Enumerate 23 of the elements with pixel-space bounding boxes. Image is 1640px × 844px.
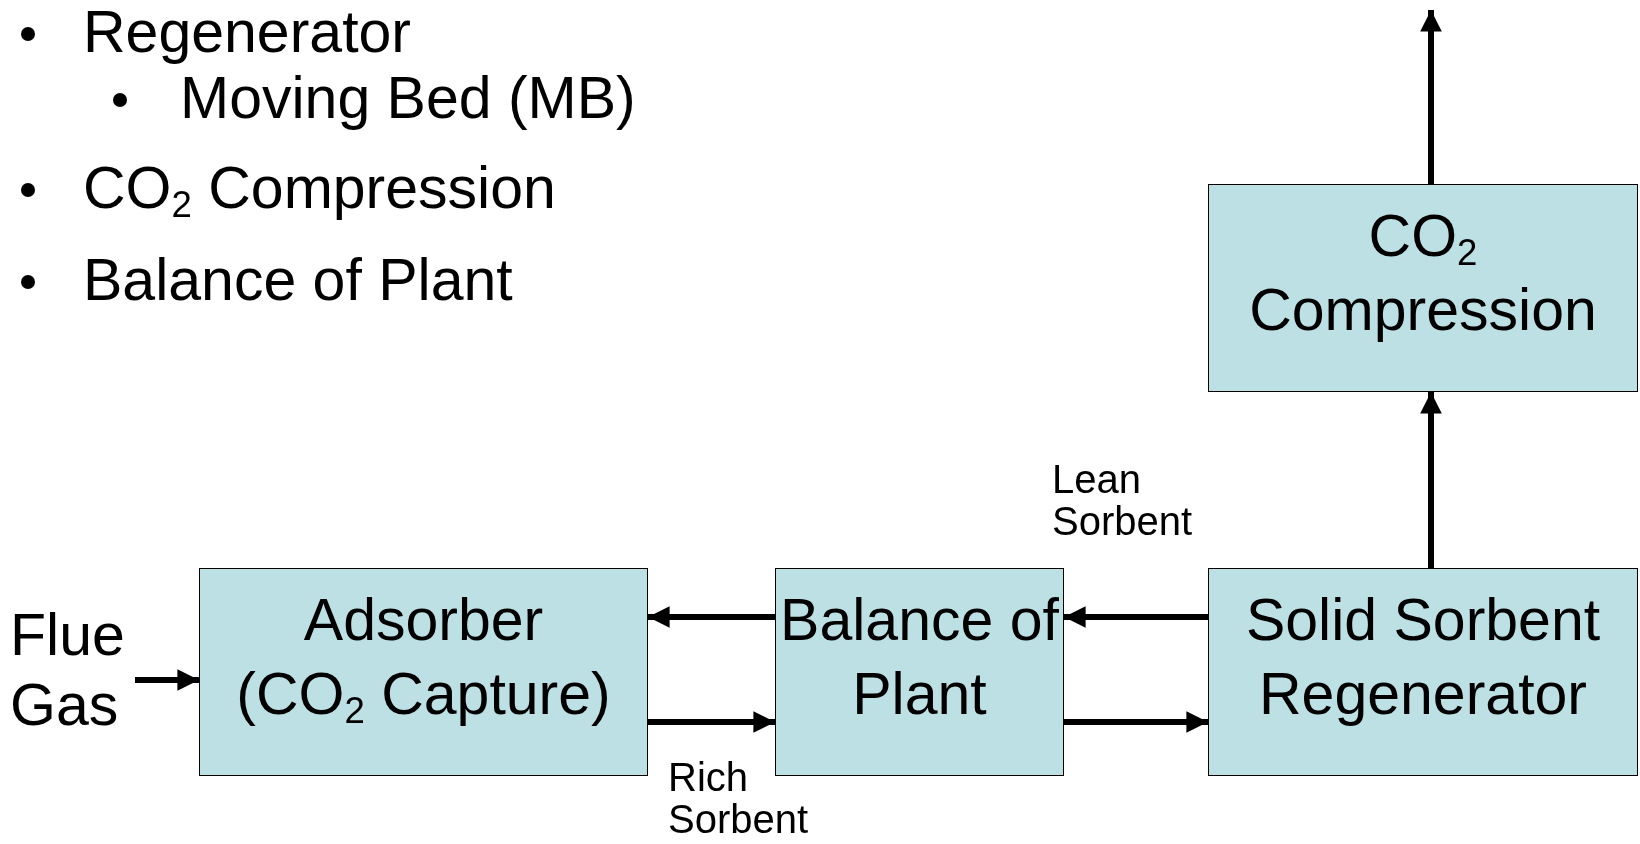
arrow xyxy=(648,606,775,628)
arrow xyxy=(648,711,775,733)
process-box xyxy=(775,568,1064,776)
box-label: Adsorber xyxy=(303,586,544,655)
arrow xyxy=(1064,606,1208,628)
edge-label: Rich Sorbent xyxy=(668,756,810,840)
arrow xyxy=(135,669,199,691)
arrow xyxy=(1420,392,1442,568)
edge-label: Lean Sorbent xyxy=(1052,458,1194,542)
stream-label: Flue Gas xyxy=(10,601,126,740)
box-label: CO$_{2}$ Compression xyxy=(1248,202,1598,345)
process-box xyxy=(1208,568,1638,776)
box-label: Balance of Plant xyxy=(779,586,1060,729)
box-label: Solid Sorbent Regenerator xyxy=(1244,586,1602,729)
process-box xyxy=(199,568,648,776)
list-item: Balance of Plant xyxy=(83,248,513,312)
arrow xyxy=(1064,711,1208,733)
box-label: (CO$_{2}$ Capture) xyxy=(236,660,611,731)
list-item: Regenerator xyxy=(83,0,411,64)
list-item: Moving Bed (MB) xyxy=(180,66,636,130)
process-box xyxy=(1208,184,1638,392)
list-item: CO$_{2}$ Compression xyxy=(83,156,556,220)
arrow xyxy=(1420,10,1442,184)
